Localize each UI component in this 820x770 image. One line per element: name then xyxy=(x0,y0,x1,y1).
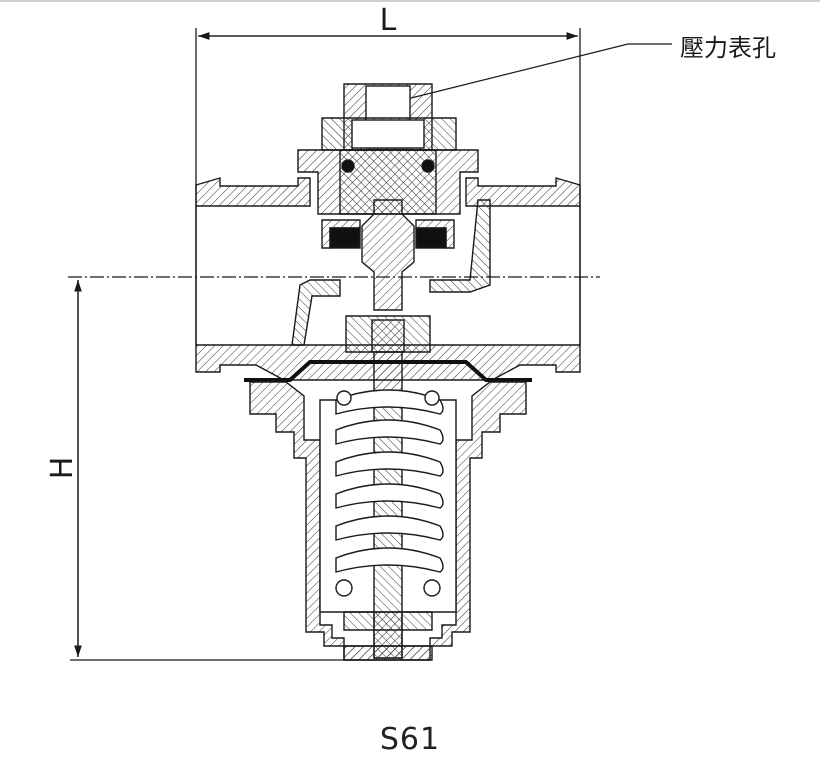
valve-body xyxy=(195,177,581,381)
dimension-h xyxy=(68,276,600,661)
compression-spring xyxy=(335,389,444,597)
o-ring-left xyxy=(341,159,355,173)
o-ring-right xyxy=(421,159,435,173)
model-caption: S61 xyxy=(379,722,441,757)
diaphragm xyxy=(244,360,532,382)
callout-pressure-gauge-port-label: 壓力表孔 xyxy=(680,34,776,62)
spring-housing xyxy=(249,381,527,661)
dimension-l-label: L xyxy=(380,3,397,38)
dimension-h-label: H xyxy=(45,457,80,480)
seat-seals xyxy=(321,219,455,249)
gauge-port-cap xyxy=(297,83,479,215)
callout-leader xyxy=(394,43,672,103)
